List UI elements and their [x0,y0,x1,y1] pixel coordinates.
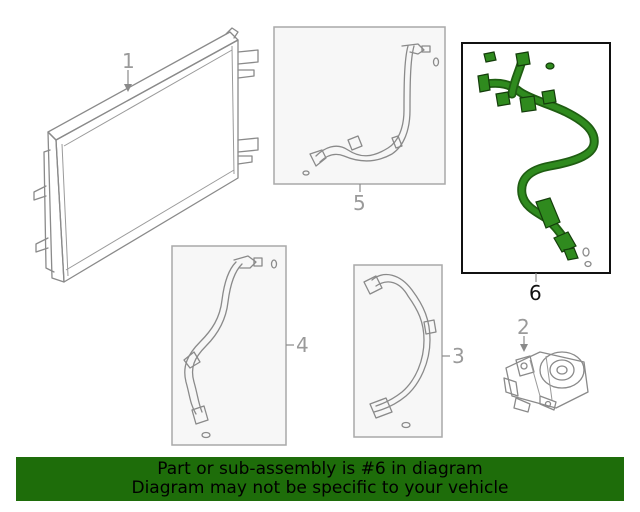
leader-arrow-1 [124,84,132,92]
part-3-panel[interactable] [353,264,443,438]
callout-5[interactable]: 5 [353,191,366,215]
hose-part-6-highlighted [477,51,599,268]
hose-part-5 [302,43,440,176]
leader-arrow-2 [520,344,528,352]
condenser-part-1[interactable] [33,27,259,283]
banner-line-1: Part or sub-assembly is #6 in diagram [157,459,483,479]
callout-1[interactable]: 1 [122,49,135,73]
hose-part-3 [363,273,437,429]
part-4-panel[interactable] [171,245,287,446]
info-banner: Part or sub-assembly is #6 in diagram Di… [16,457,624,501]
compressor-part-2[interactable] [503,351,589,413]
banner-line-2: Diagram may not be specific to your vehi… [131,478,509,498]
callout-6[interactable]: 6 [529,281,542,305]
hose-part-4 [183,255,278,439]
callout-3[interactable]: 3 [452,344,465,368]
callout-4[interactable]: 4 [296,333,309,357]
callout-2[interactable]: 2 [517,315,530,339]
